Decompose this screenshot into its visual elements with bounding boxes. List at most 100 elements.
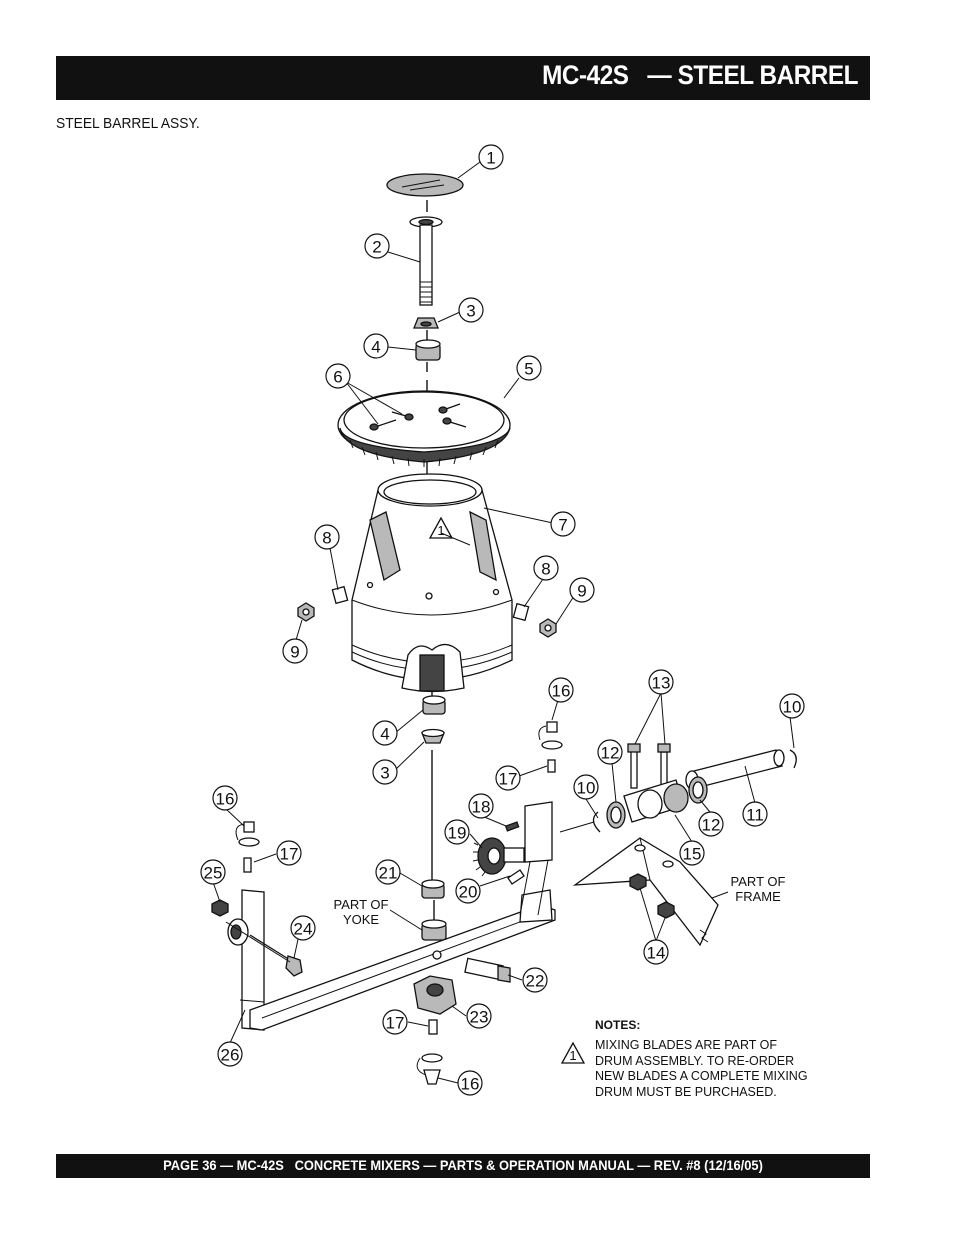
page-footer-text: PAGE 36 — MC-42S CONCRETE MIXERS — PARTS… — [163, 1157, 763, 1173]
svg-text:21: 21 — [379, 864, 398, 883]
page-header-bar: MC-42S — STEEL BARREL — [56, 56, 870, 100]
page-title: MC-42S — STEEL BARREL — [542, 60, 858, 90]
callout-12: 12 — [698, 811, 724, 837]
svg-text:22: 22 — [526, 972, 545, 991]
callout-21: 21 — [375, 859, 401, 885]
notes-text: MIXING BLADES ARE PART OF DRUM ASSEMBLY.… — [595, 1038, 808, 1099]
svg-text:11: 11 — [746, 806, 764, 825]
part-15-pillow-block — [623, 779, 689, 823]
part-22-bolt — [432, 950, 511, 983]
callout-19: 19 — [444, 819, 470, 845]
part-20-setscrew — [507, 869, 525, 885]
callout-22: 22 — [522, 967, 548, 993]
callout-10: 10 — [573, 774, 599, 800]
svg-text:13: 13 — [652, 674, 671, 693]
callout-leader-lines — [212, 161, 795, 1084]
part-18-key — [504, 821, 520, 832]
part-3-lower-bearing-cone — [421, 728, 445, 744]
part-of-frame-label: PART OF FRAME — [731, 874, 786, 904]
svg-text:4: 4 — [371, 338, 380, 357]
part-25-nut — [211, 899, 229, 917]
assembly-subtitle: STEEL BARREL ASSY. — [56, 115, 200, 132]
callout-2: 2 — [364, 233, 390, 259]
drum-warning-triangle: 1 — [428, 516, 454, 539]
callout-9: 9 — [569, 577, 595, 603]
callout-14: 14 — [643, 939, 669, 965]
notes-warning-triangle: 1 — [560, 1041, 586, 1064]
svg-text:8: 8 — [541, 560, 550, 579]
notes-heading: NOTES: — [595, 1018, 641, 1032]
part-13-bolts — [627, 743, 671, 789]
callout-17: 17 — [382, 1009, 408, 1035]
svg-text:3: 3 — [466, 302, 475, 321]
svg-text:12: 12 — [702, 816, 721, 835]
svg-text:1: 1 — [486, 149, 495, 168]
svg-text:19: 19 — [448, 824, 467, 843]
svg-text:16: 16 — [552, 682, 571, 701]
callout-18: 18 — [468, 793, 494, 819]
part-10-snap-rings — [592, 749, 797, 833]
part-5-ring-gear — [337, 390, 511, 467]
svg-text:17: 17 — [386, 1014, 405, 1033]
svg-text:3: 3 — [380, 764, 389, 783]
svg-text:1: 1 — [437, 523, 444, 538]
svg-text:12: 12 — [601, 744, 620, 763]
part-24-bolt — [249, 934, 303, 977]
callout-16: 16 — [457, 1070, 483, 1096]
callout-4: 4 — [363, 333, 389, 359]
part-7-mixing-drum — [351, 473, 513, 693]
part-8-brackets — [331, 585, 530, 622]
svg-text:5: 5 — [524, 360, 533, 379]
svg-text:10: 10 — [577, 779, 596, 798]
svg-text:17: 17 — [499, 770, 518, 789]
callout-24: 24 — [290, 915, 316, 941]
svg-text:9: 9 — [577, 582, 586, 601]
callout-10: 10 — [779, 693, 805, 719]
svg-text:6: 6 — [333, 368, 342, 387]
part-4-lower-bearing-cup — [422, 695, 446, 715]
callout-8: 8 — [314, 524, 340, 550]
svg-text:4: 4 — [380, 725, 389, 744]
callout-12: 12 — [597, 739, 623, 765]
part-14-nuts — [629, 873, 675, 919]
svg-text:2: 2 — [372, 238, 381, 257]
svg-text:24: 24 — [294, 920, 313, 939]
part-26-yoke-frame — [239, 889, 556, 1031]
callout-16: 16 — [548, 677, 574, 703]
callout-5: 5 — [516, 355, 542, 381]
part-21-bushing — [421, 879, 445, 899]
svg-text:26: 26 — [221, 1046, 240, 1065]
callout-20: 20 — [455, 878, 481, 904]
svg-text:20: 20 — [459, 883, 478, 902]
callout-17: 17 — [276, 840, 302, 866]
svg-text:10: 10 — [783, 698, 802, 717]
callout-15: 15 — [679, 840, 705, 866]
svg-text:8: 8 — [322, 529, 331, 548]
svg-text:1: 1 — [569, 1048, 576, 1063]
svg-text:14: 14 — [647, 944, 666, 963]
part-3-bearing-cone — [413, 317, 439, 329]
callout-6: 6 — [325, 363, 351, 389]
svg-text:16: 16 — [461, 1075, 480, 1094]
callout-25: 25 — [200, 859, 226, 885]
yoke-pivot-collar — [227, 918, 249, 946]
callout-1: 1 — [478, 144, 504, 170]
part-of-yoke-label: PART OF YOKE — [334, 897, 389, 927]
svg-text:15: 15 — [683, 845, 702, 864]
callout-13: 13 — [648, 669, 674, 695]
frame-bracket — [572, 837, 719, 947]
callout-26: 26 — [217, 1041, 243, 1067]
svg-text:PART OF: PART OF — [731, 874, 786, 889]
callout-23: 23 — [466, 1003, 492, 1029]
callout-3: 3 — [458, 297, 484, 323]
callout-8: 8 — [533, 555, 559, 581]
part-6-bolts — [369, 403, 467, 431]
callout-7: 7 — [550, 511, 576, 537]
callout-3: 3 — [372, 759, 398, 785]
part-19-pinion-gear — [472, 837, 525, 877]
callout-11: 11 — [742, 801, 768, 827]
callout-4: 4 — [372, 720, 398, 746]
svg-text:18: 18 — [472, 798, 491, 817]
part-23-large-nut — [413, 975, 457, 1015]
